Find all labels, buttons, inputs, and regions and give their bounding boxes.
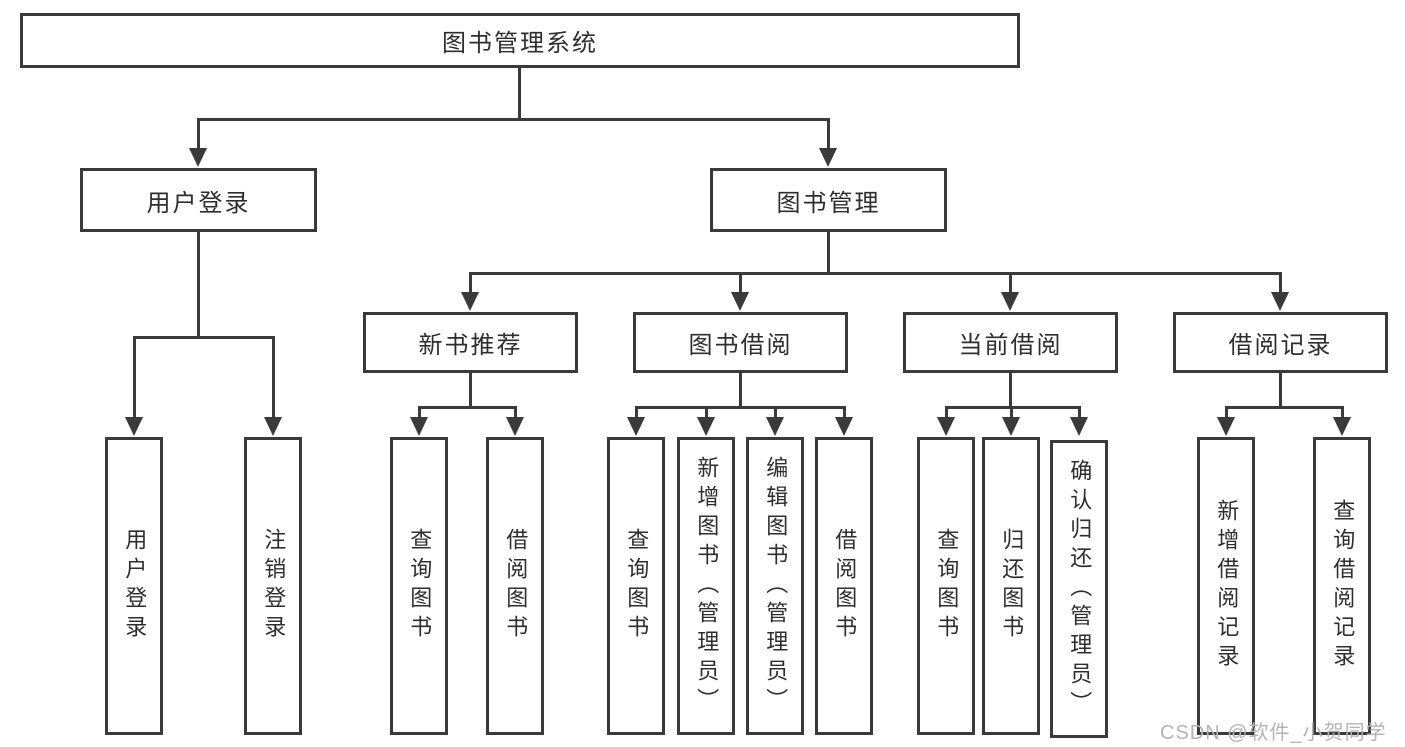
connector-user-login-bar (133, 336, 275, 339)
node-label: 用户登录 (146, 189, 251, 217)
arrow-leaf-borrow-books-1 (506, 406, 524, 436)
leaf-query-books-2: 查询图书 (607, 437, 665, 735)
connector-book-mgmt-stem (827, 232, 830, 275)
arrow-leaf-query-books-2 (627, 406, 645, 436)
connector-root-stem (518, 68, 521, 118)
node-label: 图书管理 (776, 189, 881, 217)
node-label: 图书管理系统 (442, 30, 598, 57)
leaf-confirm-return-admin: 确认归还（管理员） (1050, 440, 1108, 738)
node-label: 新书推荐 (418, 332, 523, 359)
connector-records-stem (1279, 373, 1282, 409)
leaf-label: 确认归还（管理员） (1067, 458, 1093, 720)
leaf-label: 查询图书 (934, 528, 960, 644)
leaf-label: 查询图书 (407, 528, 433, 644)
connector-current-bar (945, 406, 1081, 409)
node-book-management: 图书管理 (710, 168, 947, 232)
leaf-edit-book-admin: 编辑图书（管理员） (746, 437, 804, 735)
leaf-borrow-books-1: 借阅图书 (486, 437, 544, 735)
arrow-leaf-edit-book (766, 406, 784, 436)
arrow-leaf-add-record (1217, 406, 1235, 436)
leaf-add-book-admin: 新增图书（管理员） (677, 437, 735, 735)
arrow-to-user-login (189, 118, 207, 167)
leaf-user-login: 用户登录 (105, 437, 163, 735)
leaf-return-books: 归还图书 (982, 437, 1040, 735)
leaf-label: 借阅图书 (832, 528, 858, 644)
leaf-label: 归还图书 (999, 528, 1025, 644)
arrow-to-borrowing-records (1271, 272, 1289, 311)
arrow-leaf-query-books-3 (937, 406, 955, 436)
leaf-label: 查询借阅记录 (1330, 499, 1356, 673)
connector-borrowing-bar (635, 406, 846, 409)
leaf-query-borrow-record: 查询借阅记录 (1313, 437, 1371, 735)
node-label: 当前借阅 (958, 332, 1063, 359)
node-label: 借阅记录 (1228, 332, 1333, 359)
leaf-query-books-3: 查询图书 (917, 437, 975, 735)
arrow-to-leaf-logout (264, 336, 282, 436)
leaf-query-books-1: 查询图书 (390, 437, 448, 735)
leaf-borrow-books-2: 借阅图书 (815, 437, 873, 735)
node-label: 图书借阅 (688, 332, 793, 359)
connector-records-bar (1225, 406, 1344, 409)
leaf-label: 用户登录 (122, 528, 148, 644)
leaf-logout-login: 注销登录 (244, 437, 302, 735)
leaf-label: 新增借阅记录 (1214, 499, 1240, 673)
arrow-leaf-return-books (1002, 406, 1020, 436)
arrow-leaf-query-record (1333, 406, 1351, 436)
node-user-login: 用户登录 (80, 168, 317, 232)
arrow-leaf-query-books-1 (410, 406, 428, 436)
leaf-add-borrow-record: 新增借阅记录 (1197, 437, 1255, 735)
connector-root-bar (197, 118, 830, 121)
connector-recommend-bar (418, 406, 517, 409)
csdn-watermark: CSDN @软件_小贺同学 (1160, 722, 1387, 744)
connector-borrowing-stem (739, 373, 742, 409)
arrow-to-book-management (819, 118, 837, 167)
node-new-book-recommend: 新书推荐 (363, 312, 578, 373)
arrow-to-book-borrowing (731, 272, 749, 311)
connector-book-mgmt-bar (469, 272, 1282, 275)
connector-current-stem (1009, 373, 1012, 409)
leaf-label: 查询图书 (624, 528, 650, 644)
connector-user-login-stem (197, 232, 200, 339)
node-borrowing-records: 借阅记录 (1173, 312, 1388, 373)
leaf-label: 借阅图书 (503, 528, 529, 644)
node-book-borrowing: 图书借阅 (633, 312, 848, 373)
leaf-label: 编辑图书（管理员） (763, 455, 789, 717)
arrow-leaf-confirm-return (1070, 406, 1088, 436)
arrow-to-leaf-user-login (125, 336, 143, 436)
arrow-to-new-book-recommend (461, 272, 479, 311)
leaf-label: 注销登录 (261, 528, 287, 644)
arrow-leaf-add-book (697, 406, 715, 436)
node-library-management-system: 图书管理系统 (20, 13, 1020, 68)
connector-recommend-stem (469, 373, 472, 409)
arrow-leaf-borrow-books-2 (835, 406, 853, 436)
node-current-borrowing: 当前借阅 (903, 312, 1118, 373)
leaf-label: 新增图书（管理员） (694, 455, 720, 717)
arrow-to-current-borrowing (1001, 272, 1019, 311)
